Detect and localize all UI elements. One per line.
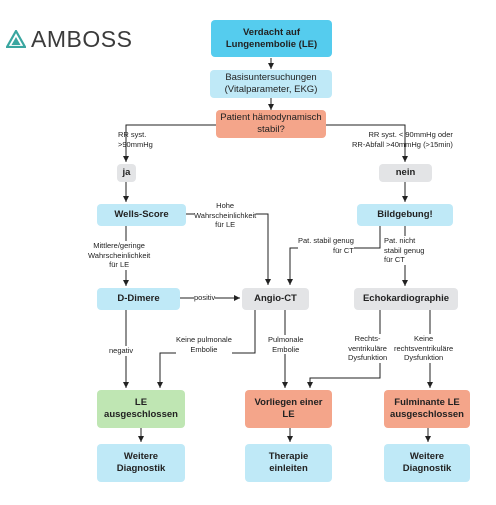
node-stable-question: Patient hämodynamisch stabil? (216, 110, 326, 138)
node-start: Verdacht auf Lungenembolie (LE) (211, 20, 332, 57)
node-no: nein (379, 164, 432, 182)
label-positive: positiv (194, 293, 216, 303)
node-le-excluded: LE ausgeschlossen (97, 390, 185, 428)
arrow-question-yes (123, 124, 216, 162)
node-angioct: Angio-CT (242, 288, 309, 310)
label-rr-unstable: RR syst. < 90mmHg oder RR-Abfall >40mmHg… (352, 130, 453, 149)
node-yes: ja (117, 164, 136, 182)
node-fulminant-excluded: Fulminante LE ausgeschlossen (384, 390, 470, 428)
arrow-question-no (326, 124, 408, 162)
label-pat-stable-ct: Pat. stabil genug für CT (298, 236, 354, 255)
label-rr-stable: RR syst. >90mmHg (118, 130, 153, 149)
amboss-logo-icon (6, 30, 26, 48)
node-wells: Wells-Score (97, 204, 186, 226)
node-le-present: Vorliegen einer LE (245, 390, 332, 428)
label-pat-not-stable: Pat. nicht stabil genug für CT (384, 236, 425, 265)
arrow-imaging-angioct (287, 226, 381, 285)
amboss-logo-text: AMBOSS (31, 25, 133, 52)
node-further-diagnostics-left: Weitere Diagnostik (97, 444, 185, 482)
node-therapy: Therapie einleiten (245, 444, 332, 482)
label-medium-probability: Mittlere/geringe Wahrscheinlichkeit für … (88, 241, 151, 270)
label-no-pulmonary-embolism: Keine pulmonale Embolie (176, 335, 232, 354)
node-ddimer: D-Dimere (97, 288, 180, 310)
label-pulmonary-embolism: Pulmonale Embolie (268, 335, 304, 354)
node-further-diagnostics-right: Weitere Diagnostik (384, 444, 470, 482)
amboss-logo: AMBOSS (6, 26, 132, 52)
label-no-rv-dysfunction: Keine rechtsventrikuläre Dysfunktion (394, 334, 454, 363)
node-basic: Basisuntersuchungen (Vitalparameter, EKG… (210, 70, 332, 98)
label-high-probability: Hohe Wahrscheinlichkeit für LE (194, 201, 257, 230)
node-echo: Echokardiographie (354, 288, 458, 310)
label-rv-dysfunction: Rechts- ventrikuläre Dysfunktion (348, 334, 388, 363)
label-negative: negativ (109, 346, 134, 356)
node-imaging: Bildgebung! (357, 204, 453, 226)
